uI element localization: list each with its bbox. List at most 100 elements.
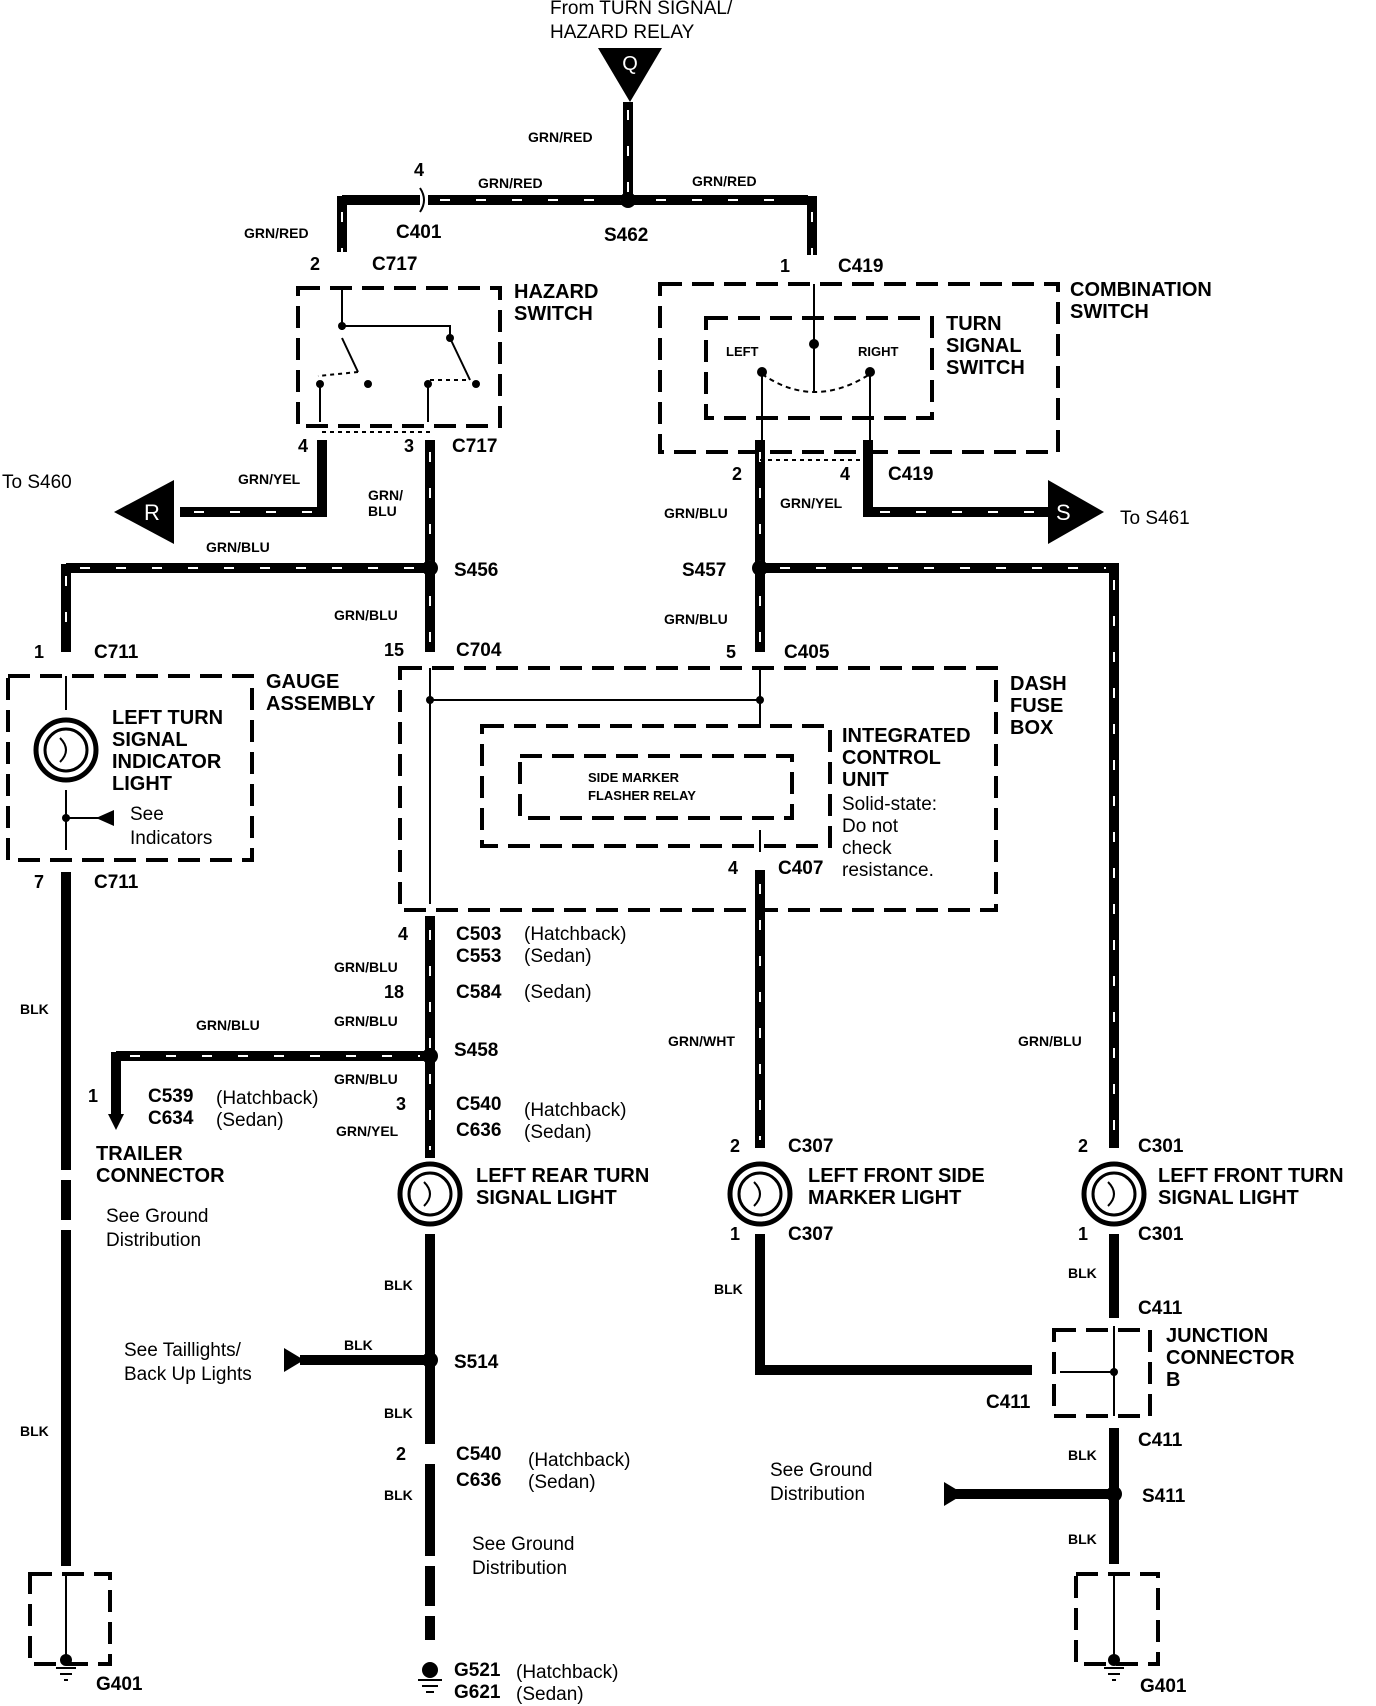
- pin-c419-2: 2: [732, 464, 742, 484]
- connector-c405-label: C405: [784, 642, 830, 663]
- wire-label-blk-left-lower: BLK: [20, 1423, 49, 1439]
- pin-c540-2: 2: [396, 1444, 406, 1464]
- connector-c711-top-label: C711: [94, 642, 139, 663]
- combination-switch: [658, 282, 1060, 454]
- mid-wires: [61, 431, 1119, 1148]
- pin-c301-2: 2: [1078, 1136, 1088, 1156]
- wire-label-grn-red-left: GRN/RED: [478, 175, 543, 191]
- left-ground-wire: [28, 872, 112, 1681]
- c503-variant: (Hatchback): [524, 924, 626, 945]
- rear-turn-bulb-icon: [407, 1171, 453, 1217]
- combination-label-line1: COMBINATION: [1070, 279, 1212, 301]
- source-label-line1: From TURN SIGNAL/: [550, 0, 733, 19]
- see-ground-right-arrow-icon: [944, 1482, 964, 1506]
- see-taillights-arrow-icon: [284, 1348, 304, 1372]
- dash-fuse-label-line2: FUSE: [1010, 695, 1063, 717]
- connector-c540-ground-label: C540: [456, 1444, 501, 1465]
- see-indicators-line1: See: [130, 804, 164, 825]
- wire-label-grn-red-source: GRN/RED: [528, 129, 593, 145]
- wire-label-blk-s411: BLK: [1068, 1531, 1097, 1547]
- connector-c540-label: C540: [456, 1094, 501, 1115]
- side-marker-label-line2: MARKER LIGHT: [808, 1187, 961, 1209]
- pin-c539-1: 1: [88, 1086, 98, 1106]
- c636-ground-variant: (Sedan): [528, 1472, 596, 1493]
- g621-variant: (Sedan): [516, 1684, 584, 1705]
- connector-c307-top-label: C307: [788, 1136, 833, 1157]
- side-marker-label-line1: LEFT FRONT SIDE: [808, 1165, 985, 1187]
- trailer-label-line1: TRAILER: [96, 1143, 183, 1165]
- wire-label-blu-top: BLU: [368, 503, 397, 519]
- connector-c539-label: C539: [148, 1086, 193, 1107]
- wire-label-grn-blu-s458-upper: GRN/BLU: [334, 1013, 398, 1029]
- wire-label-grn-yel-s: GRN/YEL: [780, 495, 843, 511]
- connector-c411-bottom-label: C411: [1138, 1430, 1183, 1451]
- source-cap-letter: Q: [622, 53, 638, 75]
- wire-label-grn-top: GRN/: [368, 487, 403, 503]
- wire-label-grn-blu-c405: GRN/BLU: [664, 611, 728, 627]
- wire-label-grn-blu-c704: GRN/BLU: [334, 607, 398, 623]
- c634-variant: (Sedan): [216, 1110, 284, 1131]
- c584-variant: (Sedan): [524, 982, 592, 1003]
- wire-label-blk-c540-below: BLK: [384, 1487, 413, 1503]
- connector-c503-label: C503: [456, 924, 501, 945]
- wire-label-grn-yel-c540: GRN/YEL: [336, 1123, 399, 1139]
- c553-variant: (Sedan): [524, 946, 592, 967]
- wire-label-grn-blu-c419: GRN/BLU: [664, 505, 728, 521]
- turn-switch-label-line3: SWITCH: [946, 357, 1025, 379]
- hazard-switch: [296, 286, 502, 428]
- splice-s456-label: S456: [454, 560, 498, 581]
- top-wires: [337, 102, 817, 255]
- pin-c584-18: 18: [384, 982, 404, 1002]
- wire-label-grn-wht: GRN/WHT: [668, 1033, 735, 1049]
- wire-label-blk-side-marker: BLK: [714, 1281, 743, 1297]
- see-ground-right-line1: See Ground: [770, 1460, 872, 1481]
- turn-switch-label-line1: TURN: [946, 313, 1002, 335]
- relay-label-line1: SIDE MARKER: [588, 770, 680, 785]
- front-turn-label-line2: SIGNAL LIGHT: [1158, 1187, 1299, 1209]
- connector-c636-label: C636: [456, 1120, 501, 1141]
- indicator-label-line1: LEFT TURN: [112, 707, 223, 729]
- splice-s457-label: S457: [682, 560, 726, 581]
- offpage-s-label: To S461: [1120, 508, 1190, 529]
- pin-c717-4: 4: [298, 436, 308, 456]
- wire-label-grn-blu-s456-left: GRN/BLU: [206, 539, 270, 555]
- c636-variant: (Sedan): [524, 1122, 592, 1143]
- wire-label-grn-yel-r: GRN/YEL: [238, 471, 301, 487]
- pin-c419-4: 4: [840, 464, 850, 484]
- pin-c711-1: 1: [34, 642, 44, 662]
- c540-variant: (Hatchback): [524, 1100, 626, 1121]
- icu-label-line1: INTEGRATED: [842, 725, 971, 747]
- offpage-s-cap: S: [1056, 500, 1071, 525]
- connector-c584-label: C584: [456, 982, 502, 1003]
- front-turn-label-line1: LEFT FRONT TURN: [1158, 1165, 1344, 1187]
- trailer-label-line2: CONNECTOR: [96, 1165, 225, 1187]
- ground-g401-left-label: G401: [96, 1674, 143, 1695]
- turn-switch-right-label: RIGHT: [858, 344, 899, 359]
- pin-c540-3: 3: [396, 1094, 406, 1114]
- connector-c419-top-label: C419: [838, 256, 883, 277]
- wire-label-blk-left-upper: BLK: [20, 1001, 49, 1017]
- side-marker-bulb-icon: [737, 1171, 783, 1217]
- connector-c301-top-label: C301: [1138, 1136, 1184, 1157]
- ground-g521-label: G521: [454, 1660, 501, 1681]
- rear-turn-label-line1: LEFT REAR TURN: [476, 1165, 649, 1187]
- connector-c411-top-label: C411: [1138, 1298, 1183, 1319]
- connector-c636-ground-label: C636: [456, 1470, 501, 1491]
- see-ground-right-line2: Distribution: [770, 1484, 865, 1505]
- wire-label-grn-blu-s458-lower: GRN/BLU: [334, 1071, 398, 1087]
- wire-label-grn-blu-trailer: GRN/BLU: [196, 1017, 260, 1033]
- pin-c711-7: 7: [34, 872, 44, 892]
- junction-label-line1: JUNCTION: [1166, 1325, 1268, 1347]
- offpage-r-label: To S460: [2, 472, 72, 493]
- front-turn-wires: [944, 1161, 1160, 1681]
- gauge-assembly: [6, 674, 254, 862]
- see-ground-center-line2: Distribution: [472, 1558, 567, 1579]
- icu-label-line2: CONTROL: [842, 747, 941, 769]
- combination-label-line2: SWITCH: [1070, 301, 1149, 323]
- wire-label-blk-rear-upper: BLK: [384, 1277, 413, 1293]
- wire-label-grn-red-hazard: GRN/RED: [244, 225, 309, 241]
- pin-c405-5: 5: [726, 642, 736, 662]
- pin-c407-4: 4: [728, 858, 738, 878]
- pin-c307-1: 1: [730, 1224, 740, 1244]
